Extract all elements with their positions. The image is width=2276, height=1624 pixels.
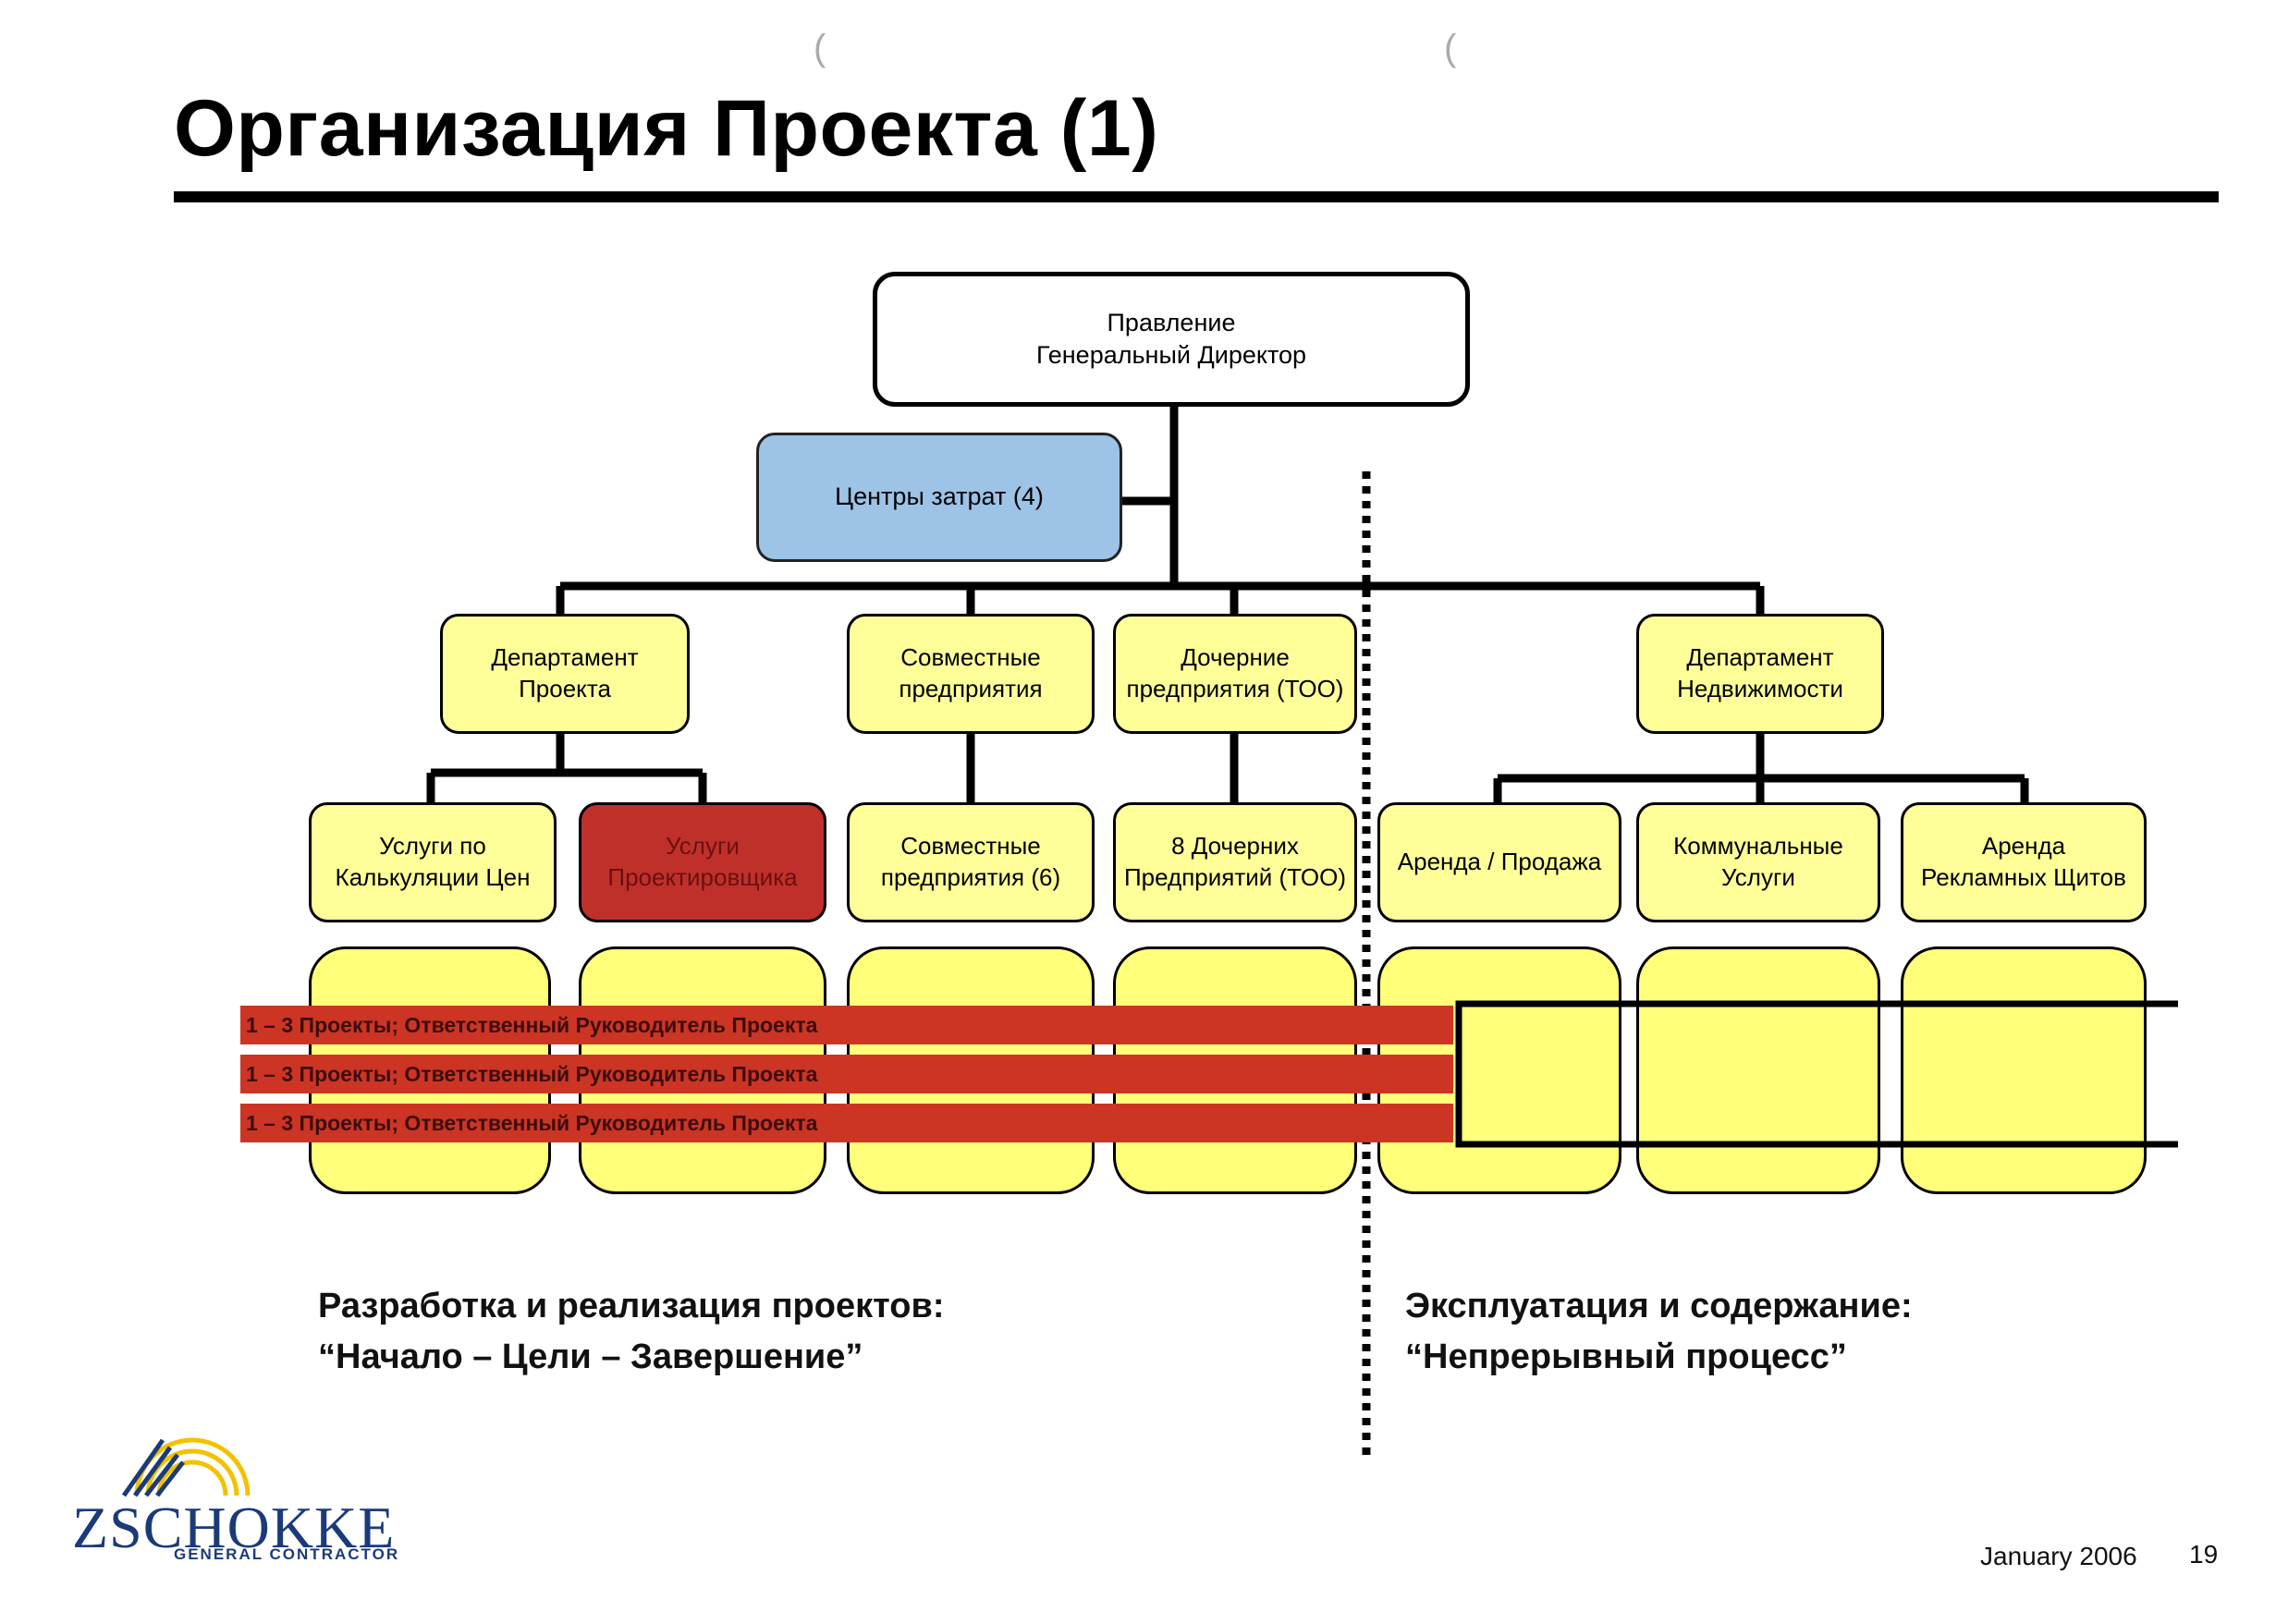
left-caption-line2: “Начало – Цели – Завершение” — [318, 1337, 863, 1377]
scan-mark: ( — [814, 28, 826, 68]
left-caption-line1: Разработка и реализация проектов: — [318, 1287, 945, 1325]
root-line2: Генеральный Директор — [1035, 341, 1307, 369]
project-bar: 1 – 3 Проекты; Ответственный Руководител… — [240, 1104, 1453, 1142]
footer-date: January 2006 — [1980, 1542, 2137, 1570]
level3-line1: Коммунальные — [1673, 832, 1843, 861]
level3-line1: Аренда / Продажа — [1397, 848, 1602, 876]
left-caption: Разработка и реализация проектов: “Начал… — [318, 1281, 944, 1383]
level3-line1: Услуги — [666, 832, 740, 861]
level2-line1: Дочерние — [1181, 643, 1290, 672]
level2-line1: Совместные — [900, 643, 1041, 672]
level2-line1: Департамент — [1686, 643, 1834, 672]
level3-line2: Рекламных Щитов — [1921, 863, 2126, 891]
project-bar: 1 – 3 Проекты; Ответственный Руководител… — [240, 1006, 1453, 1044]
operations-column — [1636, 946, 1880, 1194]
rent-sale-box: Аренда / Продажа — [1377, 802, 1621, 922]
level3-line2: Проектировщика — [607, 863, 798, 891]
level3-line1: 8 Дочерних — [1171, 832, 1299, 861]
title-underline — [174, 191, 2219, 202]
joint-ventures-box: Совместные предприятия — [847, 614, 1095, 734]
right-caption-line1: Эксплуатация и содержание: — [1405, 1287, 1913, 1325]
right-caption: Эксплуатация и содержание: “Непрерывный … — [1405, 1281, 1913, 1383]
slide-title: Организация Проекта (1) — [174, 84, 1159, 173]
project-bar: 1 – 3 Проекты; Ответственный Руководител… — [240, 1055, 1453, 1093]
logo-tagline: GENERAL CONTRACTOR — [174, 1545, 400, 1563]
logo-wordmark: ZSCHOKKE — [72, 1495, 396, 1560]
level2-line2: Недвижимости — [1677, 675, 1843, 702]
page-number: 19 — [2189, 1540, 2219, 1569]
scan-mark: ( — [1444, 28, 1457, 68]
level3-line2: предприятия (6) — [880, 863, 1061, 891]
root-line1: Правление — [1107, 308, 1236, 336]
level3-line2: Предприятий (ТОО) — [1123, 863, 1346, 891]
operations-column — [1901, 946, 2147, 1194]
cost-centers-box: Центры затрат (4) — [756, 433, 1122, 562]
level2-line2: Проекта — [519, 675, 611, 702]
level3-line1: Совместные — [900, 832, 1041, 861]
level3-line2: Калькуляции Цен — [335, 863, 531, 891]
level2-line2: предприятия — [899, 675, 1043, 702]
subsidiaries-box: Дочерние предприятия (ТОО) — [1113, 614, 1357, 734]
level2-line1: Департамент — [491, 643, 639, 672]
level3-line1: Услуги по — [379, 832, 486, 861]
zschokke-logo: ZSCHOKKE GENERAL CONTRACTOR — [72, 1423, 405, 1571]
level3-line2: Услуги — [1721, 863, 1795, 891]
level3-line1: Аренда — [1981, 832, 2066, 861]
logo-arc-icon — [121, 1437, 251, 1497]
level2-line2: предприятия (ТОО) — [1126, 675, 1344, 702]
right-caption-line2: “Непрерывный процесс” — [1405, 1337, 1847, 1377]
